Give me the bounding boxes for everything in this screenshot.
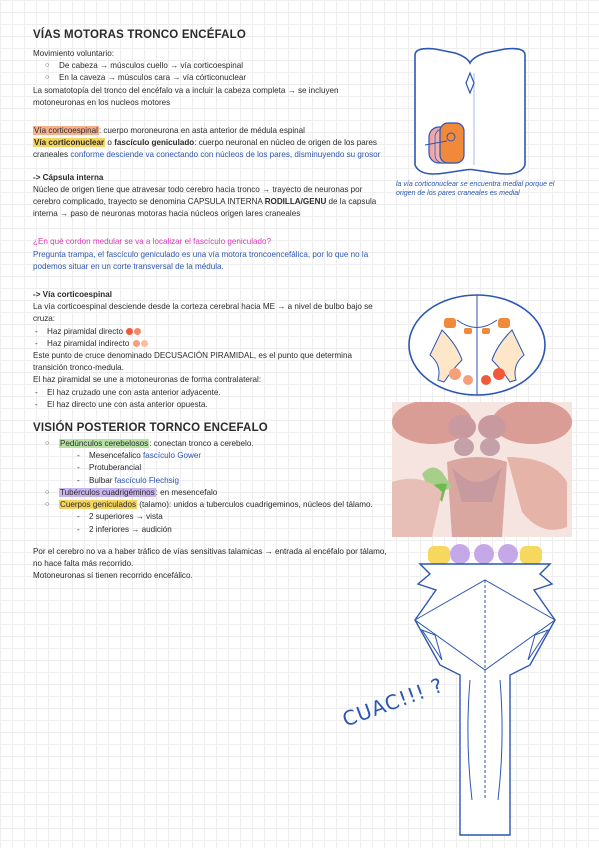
posterior-list: Pedúnculos cerebelosos: conectan tronco … [33,438,388,536]
list-item: En la caveza → músculos cara → vía córti… [33,72,388,84]
question-text: ¿En qué cordon medular se va a localizar… [33,237,272,247]
figure-caption: la vía corticonuclear se encuentra media… [396,181,555,197]
list-item: Bulbar fascículo Flechsig [33,475,388,487]
spinal-cord-figure [408,294,546,396]
answer-text: Pregunta trampa, el fascículo geniculado… [33,249,369,271]
cs-section-heading: -> Vía corticoespinal [33,290,112,300]
page-title: VÍAS MOTORAS TRONCO ENCÉFALO [33,29,247,41]
peduncle-label: Mesencefalico [89,451,141,461]
list-item: Pedúnculos cerebelosos: conectan tronco … [33,438,388,450]
posterior-title: VISIÓN POSTERIOR TORNCO ENCEFALO [33,422,268,435]
decussation-text: Este punto de cruce denominado DECUSACIÓ… [33,351,352,373]
posterior-brainstem-illustration [392,402,572,537]
list-item: El haz directo une con asta anterior opu… [33,399,388,411]
list-item: 2 superiores → vista [33,511,388,523]
corticonuclear-label: Vía corticonuclear [33,138,106,148]
cs-section-text: La vía corticoespinal desciende desde la… [33,302,373,324]
salmon-dot-icon [132,340,140,348]
list-item: 2 inferiores → audición [33,524,388,536]
corticospinal-text: : cuerpo moroneurona en asta anterior de… [98,126,305,136]
list-item: Mesencefalico fascículo Gower [33,450,388,462]
indirect-tract-label: Haz piramidal indirecto [47,338,130,348]
peduncle-label: Bulbar [89,475,113,485]
corticospinal-definition: Vía corticoespinal: cuerpo moroneurona e… [33,125,388,137]
list-item: De cabeza → músculos cuello → vía cortic… [33,60,388,72]
corticonuclear-text: : cuerpo neuronal en núcleo de origen de… [33,138,377,160]
tuberculos-text: : en mesencefalo [155,487,218,497]
list-item: Haz piramidal indirecto [33,338,388,350]
closing-text: Por el cerebro no va a haber tráfico de … [33,546,387,568]
contralateral-list: El haz cruzado une con asta anterior ady… [33,387,388,412]
corticonuclear-note: conforme desciende va conectando con núc… [70,150,381,160]
list-item: Tubérculos cuadrigéminos: en mesencefalo [33,487,388,499]
salmon-dot-icon [140,340,148,348]
corticospinal-label: Vía corticoespinal [33,126,99,136]
capsule-line: Núcleo de origen tiene que atravesar tod… [33,184,363,207]
tuberculos-label: Tubérculos cuadrigéminos [59,487,156,497]
fascicle-label: fascículo Gower [143,451,202,461]
peduncle-label: Protuberancial [89,463,142,473]
geniculados-label: Cuerpos geniculados [59,500,138,510]
voluntary-list: De cabeza → músculos cuello → vía cortic… [33,60,388,85]
list-item: El haz cruzado une con asta anterior ady… [33,387,388,399]
brainstem-section-figure [414,47,526,175]
direct-tract-label: Haz piramidal directo [47,326,124,336]
corticonuclear-definition: Vía corticonuclear o fascículo geniculad… [33,137,388,161]
red-dot-icon [126,328,134,336]
somatotopy-note: La somatotopía del tronco del encéfalo v… [33,85,339,107]
capsule-text: Núcleo de origen tiene que atravesar tod… [33,184,388,221]
list-item: Protuberancial [33,462,388,474]
peduncles-text: : conectan tronco a cerebelo. [149,439,254,449]
connector-text: o [105,138,115,148]
geniculate-label: fascículo geniculado [114,138,195,148]
contralateral-text: El haz piramidal se une a motoneuronas d… [33,375,262,385]
notes-column: VÍAS MOTORAS TRONCO ENCÉFALO Movimiento … [33,28,388,582]
capsule-line: de la capsula interna → paso de neuronas… [33,197,377,219]
list-item: Haz piramidal directo [33,326,388,338]
brainstem-schematic-figure [414,544,556,836]
geniculados-text: (talamo): unidos a tuberculos cuadrigemi… [137,500,373,510]
peduncles-label: Pedúnculos cerebelosos [59,439,150,449]
closing-text-2: Motoneuronas sí tienen recorrido encefál… [33,571,193,581]
list-item: Cuerpos geniculados (talamo): unidos a t… [33,499,388,511]
red-dot-icon [134,328,142,336]
voluntary-heading: Movimiento voluntario: [33,49,114,58]
fascicle-label: fascículo Flechsig [114,475,179,485]
pyramidal-list: Haz piramidal directo Haz piramidal indi… [33,326,388,350]
capsule-heading: -> Cápsula interna [33,172,104,182]
genu-label: RODILLA/GENU [264,197,327,207]
